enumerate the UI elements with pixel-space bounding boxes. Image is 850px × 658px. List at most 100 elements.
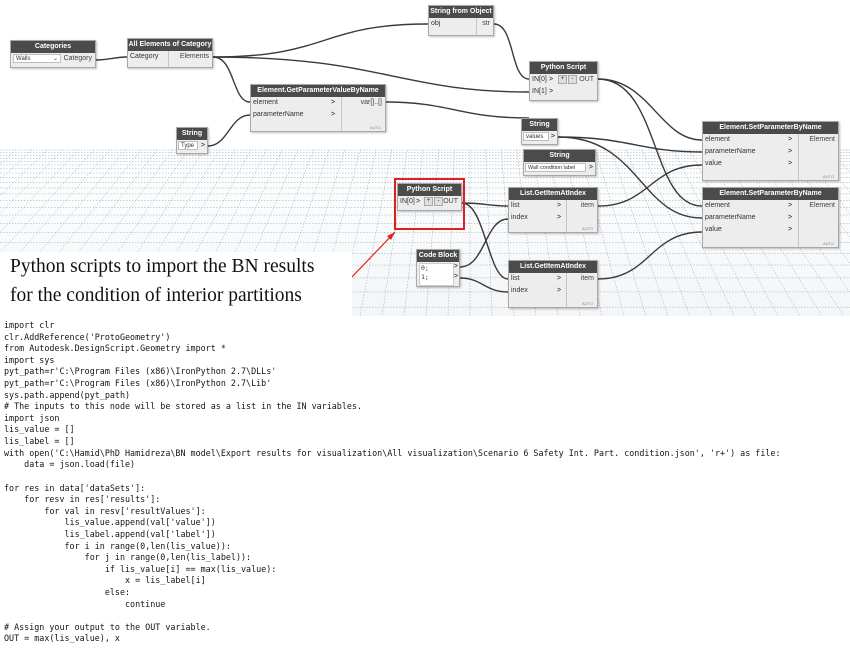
output-port-out[interactable]: OUT xyxy=(443,198,458,205)
output-port-var[interactable]: var[]..[] xyxy=(360,99,382,106)
input-port-in1[interactable]: IN[1] xyxy=(532,88,547,95)
all-elements-node[interactable]: All Elements of Category Category Elemen… xyxy=(127,38,213,68)
grid-line xyxy=(205,149,283,316)
string-value: Type xyxy=(181,143,195,149)
output-port-out[interactable]: OUT xyxy=(579,76,594,83)
wire-listget1-to-set1 xyxy=(597,164,703,207)
string-from-object-node[interactable]: String from Object obj str xyxy=(428,5,494,36)
input-port-obj[interactable]: obj xyxy=(431,20,441,27)
grid-line xyxy=(610,149,669,316)
input-port-index[interactable]: index xyxy=(511,214,528,221)
input-port-element[interactable]: element xyxy=(705,136,730,143)
grid-line xyxy=(548,149,581,316)
set-parameter-node-1[interactable]: Element.SetParameterByName element > Ele… xyxy=(702,121,839,181)
chevron-right-icon: > xyxy=(788,226,793,233)
output-port-element[interactable]: Element xyxy=(809,202,835,209)
code-line: import json xyxy=(4,412,60,423)
input-port-list[interactable]: list xyxy=(511,275,520,282)
wire-listget2-to-set2 xyxy=(597,231,703,280)
code-line: with open('C:\Hamid\PhD Hamidreza\BN mod… xyxy=(4,447,781,458)
output-port-str[interactable]: str xyxy=(482,20,490,27)
dropdown-value: Walls xyxy=(16,56,31,62)
code-line: for resv in res['results']: xyxy=(4,494,161,505)
input-port-parametername[interactable]: parameterName xyxy=(705,214,756,221)
wire-type-string-to-get-param xyxy=(207,114,251,147)
string-input[interactable]: Type xyxy=(178,141,198,150)
grid-line xyxy=(403,149,424,316)
code-line: data = json.load(file) xyxy=(4,459,136,470)
code-line: for j in range(0,len(lis_label)): xyxy=(4,552,252,563)
get-parameter-node[interactable]: Element.GetParameterValueByName element … xyxy=(250,84,386,132)
input-port-parametername[interactable]: parameterName xyxy=(253,111,304,118)
input-port-parametername[interactable]: parameterName xyxy=(705,148,756,155)
code-block-line: 0; xyxy=(421,264,429,272)
string-value: Wall condition label xyxy=(528,165,576,171)
code-block-node[interactable]: Code Block 0; 1; > > xyxy=(416,249,460,287)
add-input-button[interactable]: + xyxy=(424,197,433,206)
grid-line xyxy=(51,149,173,316)
pointer-arrow xyxy=(349,231,396,280)
python-script-main-node[interactable]: Python Script IN[0] > + - OUT xyxy=(397,183,462,211)
string-values-node[interactable]: String values > xyxy=(521,118,558,145)
string-type-node[interactable]: String Type > xyxy=(176,127,208,154)
input-port-index[interactable]: index xyxy=(511,287,528,294)
dynamo-canvas[interactable]: Categories Walls ⌄ Category All Elements… xyxy=(0,0,850,316)
input-port-category[interactable]: Category xyxy=(130,53,159,60)
string-wall-condition-node[interactable]: String Wall condition label > xyxy=(523,149,596,176)
string-value: values xyxy=(526,134,544,140)
grid-line xyxy=(595,149,647,316)
pointer-arrow-head xyxy=(387,232,395,240)
chevron-right-icon: > xyxy=(416,198,421,205)
lacing-label: AUTO xyxy=(581,226,593,231)
chevron-right-icon: > xyxy=(453,263,458,270)
input-port-in0[interactable]: IN[0] xyxy=(400,198,415,205)
code-line: else: xyxy=(4,587,131,598)
string-input[interactable]: values xyxy=(523,132,549,141)
chevron-right-icon: > xyxy=(788,148,793,155)
input-port-in0[interactable]: IN[0] xyxy=(532,76,547,83)
chevron-right-icon: > xyxy=(549,88,554,95)
code-block-editor[interactable]: 0; 1; xyxy=(419,263,454,286)
input-port-element[interactable]: element xyxy=(253,99,278,106)
lacing-label: AUTO xyxy=(581,301,593,306)
annotation-caption: Python scripts to import the BN results … xyxy=(0,252,352,316)
node-title: Python Script xyxy=(530,62,597,74)
remove-input-button[interactable]: - xyxy=(434,197,443,206)
output-port-item[interactable]: item xyxy=(580,275,594,282)
remove-input-button[interactable]: - xyxy=(568,75,577,84)
code-line: clr.AddReference('ProtoGeometry') xyxy=(4,331,171,342)
chevron-right-icon: > xyxy=(550,133,555,140)
wire-elements-to-get-param xyxy=(212,56,251,103)
python-script-top-node[interactable]: Python Script IN[0] > + - OUT IN[1] > xyxy=(529,61,598,101)
output-port-category[interactable]: Category xyxy=(63,55,92,62)
add-input-button[interactable]: + xyxy=(558,75,567,84)
categories-node[interactable]: Categories Walls ⌄ Category xyxy=(10,40,96,68)
list-get-item-node-1[interactable]: List.GetItemAtIndex list > item index > … xyxy=(508,187,598,233)
lacing-label: AUTO xyxy=(822,241,834,246)
code-line: for val in resv['resultValues']: xyxy=(4,505,206,516)
grid-line xyxy=(359,149,392,316)
list-get-item-node-2[interactable]: List.GetItemAtIndex list > item index > … xyxy=(508,260,598,308)
input-port-value[interactable]: value xyxy=(705,160,722,167)
set-parameter-node-2[interactable]: Element.SetParameterByName element > Ele… xyxy=(702,187,839,248)
wire-python-main-to-list1 xyxy=(461,202,509,207)
code-line: lis_label = [] xyxy=(4,436,75,447)
input-port-element[interactable]: element xyxy=(705,202,730,209)
input-port-list[interactable]: list xyxy=(511,202,520,209)
output-port-element[interactable]: Element xyxy=(809,136,835,143)
node-title: Element.SetParameterByName xyxy=(703,122,838,134)
highlight-box xyxy=(394,178,465,230)
node-title: String xyxy=(177,128,207,140)
input-port-value[interactable]: value xyxy=(705,226,722,233)
grid-line xyxy=(642,149,713,316)
chevron-right-icon: > xyxy=(788,202,793,209)
chevron-right-icon: > xyxy=(788,214,793,221)
wire-get-param-to-python xyxy=(385,101,530,119)
wire-code-line1-to-list2-index xyxy=(459,277,509,293)
output-port-item[interactable]: item xyxy=(580,202,594,209)
output-port-elements[interactable]: Elements xyxy=(179,53,209,60)
category-dropdown[interactable]: Walls ⌄ xyxy=(13,54,61,63)
string-input[interactable]: Wall condition label xyxy=(525,163,586,172)
node-title: List.GetItemAtIndex xyxy=(509,261,597,273)
